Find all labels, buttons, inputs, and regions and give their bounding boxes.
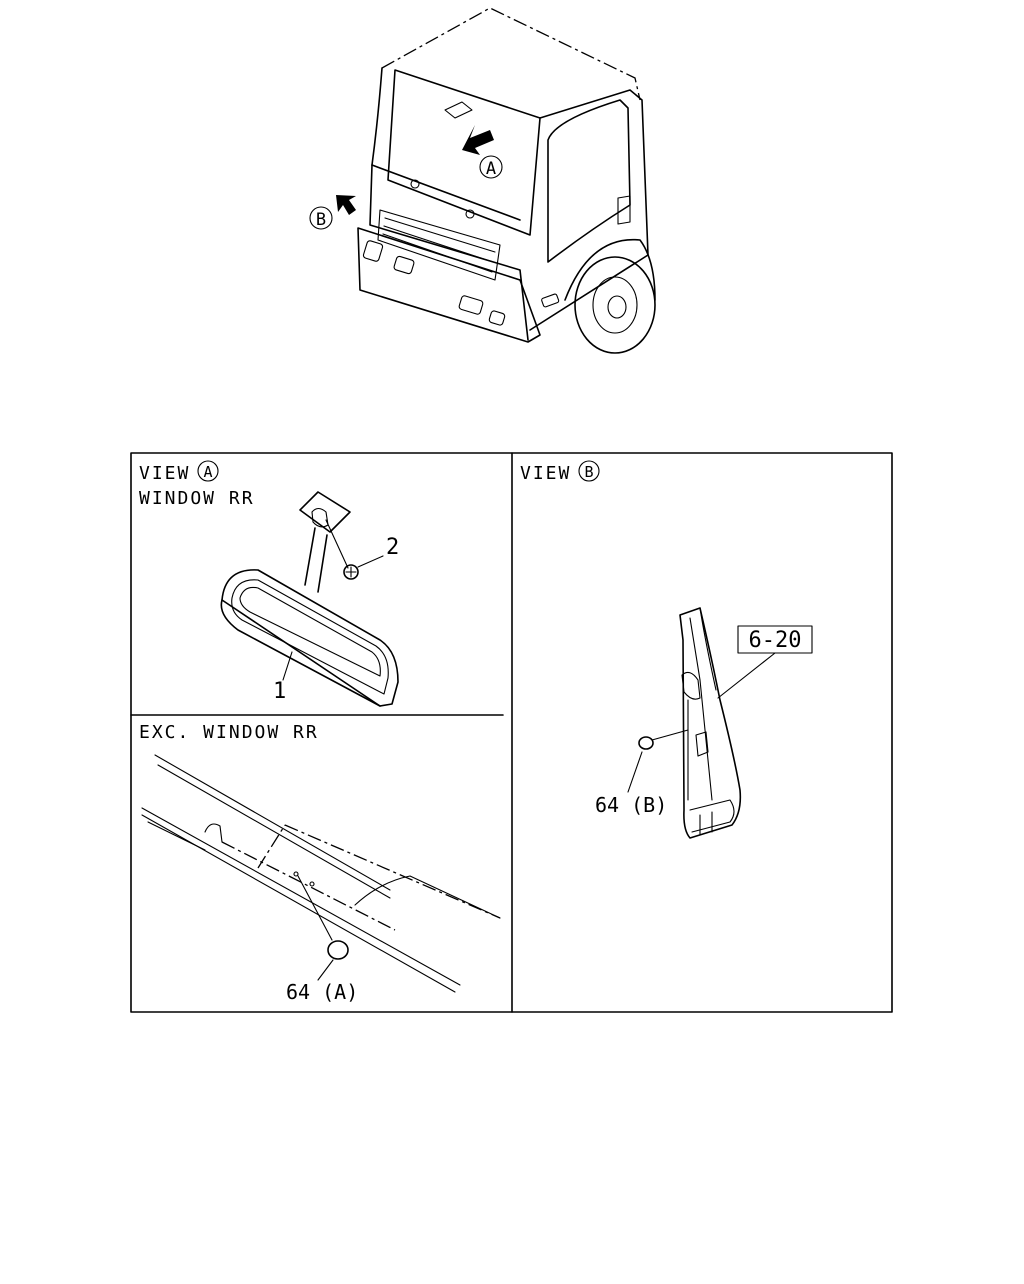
view-a-prefix: VIEW — [139, 463, 190, 484]
marker-b-label: B — [316, 210, 326, 230]
detail-frame — [130, 452, 893, 1013]
marker-a-label: A — [486, 159, 496, 179]
roof-rail-panel — [141, 754, 501, 993]
reference-box: 6-20 — [737, 625, 813, 654]
callout-64b: 64 (B) — [595, 793, 667, 817]
part-1-label: 1 — [273, 679, 286, 704]
bumper — [357, 227, 541, 343]
a-pillar-panel — [638, 607, 742, 839]
exc-window-subtitle: EXC. WINDOW RR — [139, 722, 319, 743]
view-b-prefix: VIEW — [520, 463, 571, 484]
front-wheel — [564, 238, 656, 354]
view-b-marker: B — [584, 463, 593, 481]
marker-a: A — [479, 155, 503, 179]
windshield — [387, 69, 541, 236]
callout-64a: 64 (A) — [286, 980, 358, 1004]
view-b-arrow-icon — [336, 195, 356, 215]
rear-view-mirror — [220, 491, 399, 707]
view-a-marker: A — [203, 463, 212, 481]
marker-b: B — [309, 206, 333, 230]
plug-64a — [327, 940, 349, 960]
door-window — [547, 99, 631, 263]
plug-64b — [638, 736, 654, 750]
view-a-subtitle: WINDOW RR — [139, 488, 255, 509]
view-a-arrow-icon — [462, 125, 494, 155]
reference-6-20: 6-20 — [749, 628, 802, 653]
view-b-heading: VIEW B — [520, 460, 600, 484]
view-a-heading: VIEW A — [139, 460, 219, 484]
truck-cab-illustration — [336, 7, 656, 354]
part-2-label: 2 — [386, 535, 399, 560]
mirror-marker-shape — [444, 101, 473, 119]
